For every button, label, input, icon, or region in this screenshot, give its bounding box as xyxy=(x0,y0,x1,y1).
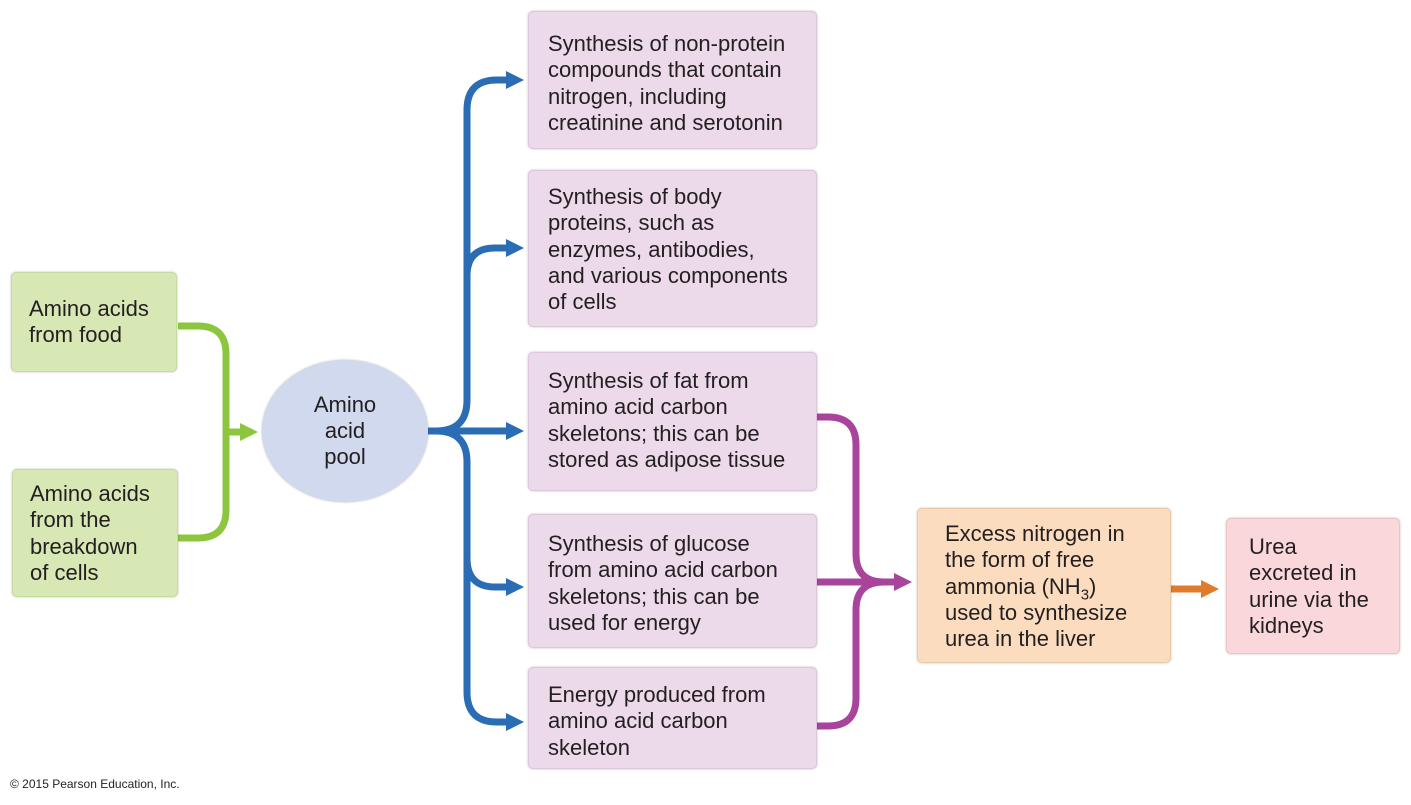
pool-label-line2: acid xyxy=(324,418,366,443)
amino-acids-from-food-label: Amino acids from food xyxy=(29,296,149,348)
excess-nitrogen-label: Excess nitrogen in the form of free ammo… xyxy=(945,521,1127,652)
energy-production-label: Energy produced from amino acid carbon s… xyxy=(548,682,766,760)
fat-synthesis-box: Synthesis of fat from amino acid carbon … xyxy=(528,352,817,491)
amino-acids-from-breakdown-label: Amino acids from the breakdown of cells xyxy=(30,481,150,585)
excess-nitrogen-line5: urea in the liver xyxy=(945,626,1096,652)
copyright-notice: © 2015 Pearson Education, Inc. xyxy=(10,777,180,791)
glucose-synthesis-label: Synthesis of glucose from amino acid car… xyxy=(548,531,778,635)
amino-acid-pool: Amino acid pool xyxy=(262,360,428,502)
urea-excretion-box: Urea excreted in urine via the kidneys xyxy=(1226,518,1400,654)
input-arrows xyxy=(178,322,258,542)
pool-label-line3: pool xyxy=(324,444,366,469)
body-protein-synthesis-label: Synthesis of body proteins, such as enzy… xyxy=(548,184,788,315)
urea-excretion-label: Urea excreted in urine via the kidneys xyxy=(1249,534,1369,638)
amino-acids-from-breakdown-box: Amino acids from the breakdown of cells xyxy=(12,469,178,597)
ammonia-subscript: 3 xyxy=(1080,585,1090,603)
excess-nitrogen-line4: used to synthesize xyxy=(945,599,1128,625)
nonprotein-synthesis-label: Synthesis of non-protein compounds that … xyxy=(548,31,786,135)
amino-acids-from-food-box: Amino acids from food xyxy=(11,272,177,372)
fat-synthesis-label: Synthesis of fat from amino acid carbon … xyxy=(548,368,786,472)
pool-output-arrows xyxy=(428,71,524,731)
nitrogen-arrows xyxy=(817,413,912,730)
excess-nitrogen-line3: ammonia (NH3) xyxy=(945,573,1097,603)
excess-nitrogen-line1: Excess nitrogen in xyxy=(945,521,1125,546)
body-protein-synthesis-box: Synthesis of body proteins, such as enzy… xyxy=(528,170,817,327)
excess-nitrogen-box: Excess nitrogen in the form of free ammo… xyxy=(917,508,1171,663)
energy-production-box: Energy produced from amino acid carbon s… xyxy=(528,667,817,769)
pool-label-line1: Amino xyxy=(313,392,377,417)
excess-nitrogen-line2: the form of free xyxy=(945,547,1095,573)
nonprotein-synthesis-box: Synthesis of non-protein compounds that … xyxy=(528,11,817,149)
glucose-synthesis-box: Synthesis of glucose from amino acid car… xyxy=(528,514,817,648)
